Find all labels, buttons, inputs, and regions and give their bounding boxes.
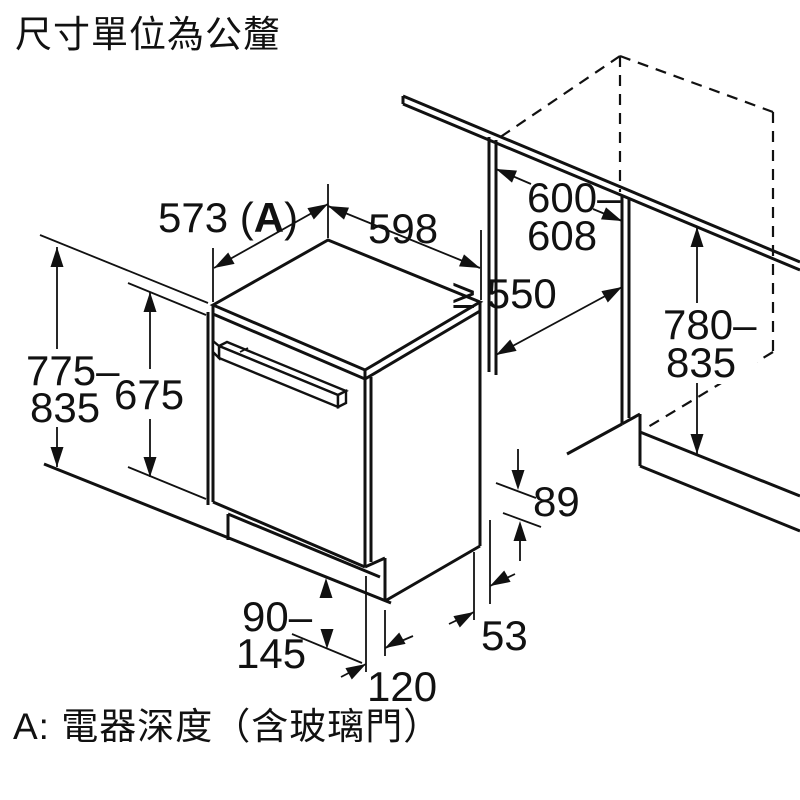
dim-niche-height-label-1: 780– <box>663 301 757 348</box>
floor-lines <box>43 422 800 605</box>
dim-appliance-width-label: 598 <box>368 205 438 252</box>
dim-niche-depth-label: ≥ 550 <box>452 270 557 317</box>
dim-appliance-depth-label: 573 (A) <box>158 194 298 241</box>
dim-base-offset <box>448 520 516 628</box>
dim-niche-width-label-2: 608 <box>527 212 597 259</box>
dim-base-offset-label: 53 <box>481 612 528 659</box>
dim-base-side-height <box>495 449 542 561</box>
countertop <box>401 94 800 272</box>
dim-appliance-depth <box>212 184 329 302</box>
dim-plinth-height-label-1: 90– <box>242 593 313 640</box>
dishwasher-plinth <box>226 512 381 579</box>
dim-niche-depth <box>495 286 623 356</box>
dim-niche-width-label-1: 600– <box>527 174 621 221</box>
niche-left-wall <box>487 137 498 375</box>
label-knockout <box>659 302 757 384</box>
dim-plinth-recess-label: 120 <box>367 663 437 710</box>
dim-base-side-height-label: 89 <box>533 478 580 525</box>
dim-niche-height <box>690 227 704 454</box>
dim-niche-height-label-2: 835 <box>666 339 736 386</box>
dim-plinth-height-label-2: 145 <box>236 630 306 677</box>
footnote-label: A: 電器深度（含玻璃門） <box>13 706 441 747</box>
unit-note-label: 尺寸單位為公釐 <box>15 14 281 55</box>
dim-appliance-height-label-1: 775– <box>26 347 120 394</box>
dim-appliance-width <box>327 205 482 300</box>
dishwasher-handle <box>211 338 349 409</box>
dishwasher-body <box>206 238 484 603</box>
dim-appliance-height-label-2: 835 <box>30 384 100 431</box>
dim-plinth-height <box>291 578 363 664</box>
dim-door-height <box>127 282 207 500</box>
niche-right-wall <box>620 196 642 466</box>
dim-door-height-label: 675 <box>114 371 184 418</box>
dim-niche-width <box>495 168 623 222</box>
labels: 尺寸單位為公釐 573 (A) 598 600– 608 ≥ 550 775– … <box>13 14 757 747</box>
dim-plinth-recess <box>340 576 414 680</box>
dim-appliance-height <box>39 234 209 467</box>
